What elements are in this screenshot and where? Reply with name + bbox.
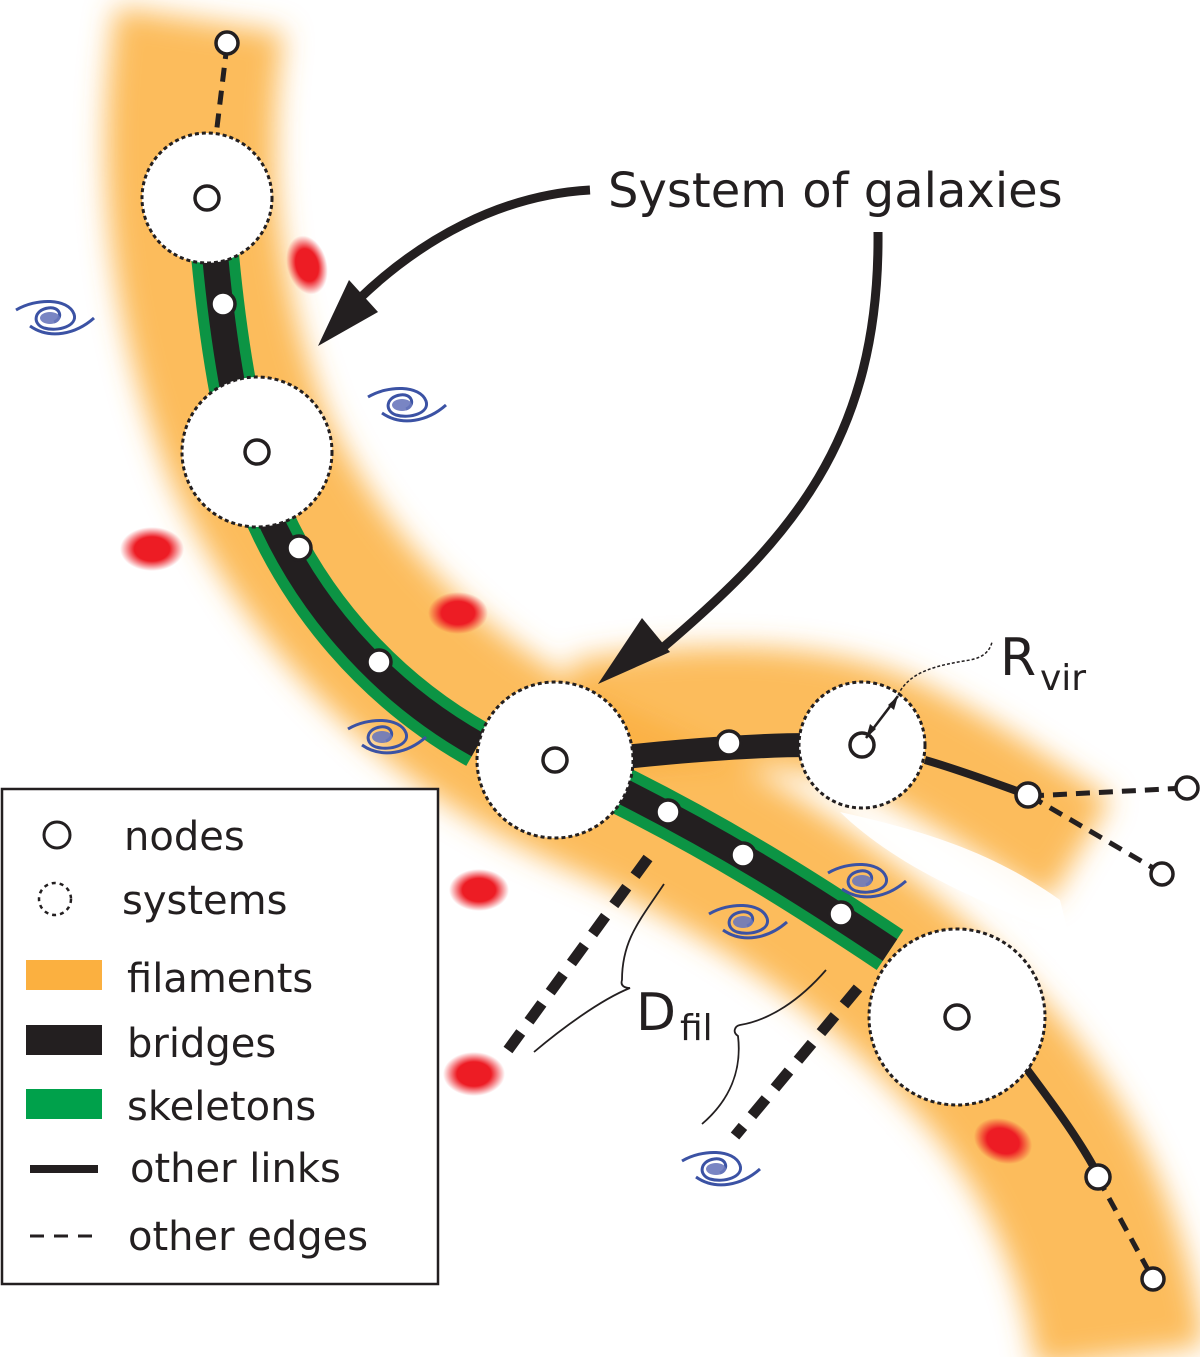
node bbox=[285, 534, 313, 562]
dfil-label: D fil bbox=[636, 983, 713, 1049]
rvir-sub: vir bbox=[1040, 658, 1086, 699]
dfil-main: D bbox=[636, 983, 676, 1043]
legend-label-filaments: filaments bbox=[127, 956, 313, 1002]
rvir-indicator bbox=[865, 641, 993, 739]
system-of-galaxies-label: System of galaxies bbox=[608, 163, 1063, 219]
legend-label-systems: systems bbox=[122, 878, 287, 924]
arrowhead-icon bbox=[598, 618, 670, 684]
legend-label-other-links: other links bbox=[130, 1146, 341, 1192]
node bbox=[654, 798, 682, 826]
node bbox=[1140, 1266, 1166, 1292]
legend-label-nodes: nodes bbox=[124, 814, 245, 860]
node bbox=[1014, 781, 1042, 809]
node bbox=[541, 746, 569, 774]
elliptical-galaxy bbox=[973, 1117, 1033, 1165]
spiral-galaxy-icon bbox=[680, 1150, 762, 1187]
legend-other-links-line bbox=[30, 1165, 98, 1173]
legend-label-bridges: bridges bbox=[127, 1021, 276, 1067]
legend: nodes systems filaments bridges skeleton… bbox=[0, 787, 440, 1286]
elliptical-galaxies bbox=[120, 235, 1033, 1165]
node bbox=[827, 900, 855, 928]
legend-label-skeletons: skeletons bbox=[127, 1084, 316, 1130]
node bbox=[729, 841, 757, 869]
spiral-galaxy-icon bbox=[14, 299, 96, 336]
legend-bridge-swatch bbox=[26, 1025, 102, 1055]
legend-system-icon bbox=[37, 881, 73, 917]
node bbox=[943, 1003, 971, 1031]
elliptical-galaxy bbox=[443, 1052, 505, 1096]
rvir-label: R vir bbox=[1000, 628, 1086, 699]
dfil-braces bbox=[533, 883, 827, 1125]
dfil-markers bbox=[503, 854, 863, 1140]
arrow-to-middle-system bbox=[657, 231, 883, 654]
legend-skeleton-swatch bbox=[26, 1089, 102, 1119]
arrowhead-icon bbox=[318, 280, 378, 346]
node bbox=[1084, 1163, 1112, 1191]
legend-filament-swatch bbox=[26, 960, 102, 990]
nodes bbox=[193, 30, 1200, 1292]
arrow-to-upper-system bbox=[354, 185, 591, 304]
node bbox=[848, 731, 876, 759]
dfil-sub: fil bbox=[680, 1008, 713, 1049]
legend-node-icon bbox=[42, 820, 72, 850]
filament-gap bbox=[840, 812, 1070, 940]
node bbox=[243, 438, 271, 466]
spiral-galaxy-icon bbox=[366, 386, 448, 423]
pointer-arrows bbox=[318, 185, 883, 684]
node bbox=[1149, 861, 1175, 887]
other-edges bbox=[211, 44, 1187, 1279]
node bbox=[715, 729, 743, 757]
elliptical-galaxy bbox=[286, 235, 328, 295]
elliptical-galaxy bbox=[449, 869, 509, 911]
node bbox=[193, 184, 221, 212]
legend-label-other-edges: other edges bbox=[128, 1214, 368, 1260]
node bbox=[365, 648, 393, 676]
node bbox=[209, 290, 237, 318]
node bbox=[214, 30, 240, 56]
rvir-main: R bbox=[1000, 628, 1036, 688]
node bbox=[1174, 775, 1200, 801]
elliptical-galaxy bbox=[428, 592, 488, 634]
elliptical-galaxy bbox=[120, 527, 184, 571]
